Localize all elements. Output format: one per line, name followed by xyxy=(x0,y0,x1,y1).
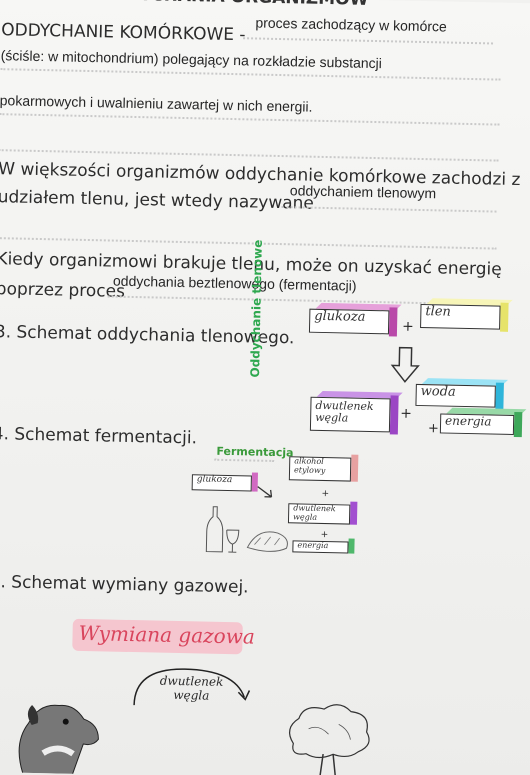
plus-sign: + xyxy=(321,488,330,500)
dotted-line xyxy=(243,37,494,45)
down-arrow-icon xyxy=(390,346,420,383)
definition-line3: pokarmowych i uwalnieniu zawartej w nich… xyxy=(0,92,313,115)
anaerobic-line2: poprzez proces xyxy=(0,279,126,302)
tlen-box: tlen xyxy=(420,298,513,336)
aerobic-answer: oddychaniem tlenowym xyxy=(289,182,437,202)
fermentacja-energia-box: energia xyxy=(292,538,356,557)
fermentacja-glukoza-box: glukoza xyxy=(191,472,258,495)
plus-sign: + xyxy=(401,318,414,335)
section5-label: 5. Schemat wymiany gazowej. xyxy=(0,572,249,598)
dotted-line xyxy=(0,68,501,81)
definition-line1: proces zachodzący w komórce xyxy=(255,14,447,35)
diagonal-arrow-icon xyxy=(257,486,273,498)
dotted-line xyxy=(0,149,499,162)
gas-exchange-label: dwutlenek węgla xyxy=(159,673,224,703)
wymiana-title: Wymiana gazowa xyxy=(78,620,256,649)
dotted-line xyxy=(0,113,500,126)
definition-term: ODDYCHANIE KOMÓRKOWE - xyxy=(0,20,246,46)
fermentacja-dwutlenek-box: dwutlenek węgla xyxy=(287,501,358,528)
energia-box: energia xyxy=(439,407,527,441)
glukoza-box: glukoza xyxy=(308,302,402,341)
dotted-line xyxy=(281,206,497,213)
definition-line2: (ściśle: w mitochondrium) polegający na … xyxy=(0,47,383,72)
top-title: SPOSOBY ODDYCHANIA ORGANIZMÓW xyxy=(2,0,369,10)
aerobic-line1: W większości organizmów oddychanie komór… xyxy=(0,159,521,191)
gas-exchange-arrow-icon xyxy=(133,668,251,706)
section4-label: 4. Schemat fermentacji. xyxy=(0,424,198,449)
tree-sketch-icon xyxy=(288,704,370,775)
plus-sign: + xyxy=(427,421,440,437)
dog-sketch-icon xyxy=(18,704,99,774)
alkohol-box: alkohol etylowy xyxy=(288,454,360,485)
fermentacja-title: Fermentacja xyxy=(216,444,294,460)
plus-sign: + xyxy=(400,405,413,422)
title-underline xyxy=(214,458,275,462)
wine-and-bread-icon xyxy=(205,506,288,553)
dotted-line xyxy=(0,237,497,250)
aerobic-vertical-label: Oddychanie tlenowe xyxy=(247,239,265,378)
plus-sign: + xyxy=(320,529,329,541)
aerobic-line2: udziałem tlenu, jest wtedy nazywane xyxy=(0,187,315,214)
dwutlenek-box: dwutlenek węgla xyxy=(309,390,403,439)
